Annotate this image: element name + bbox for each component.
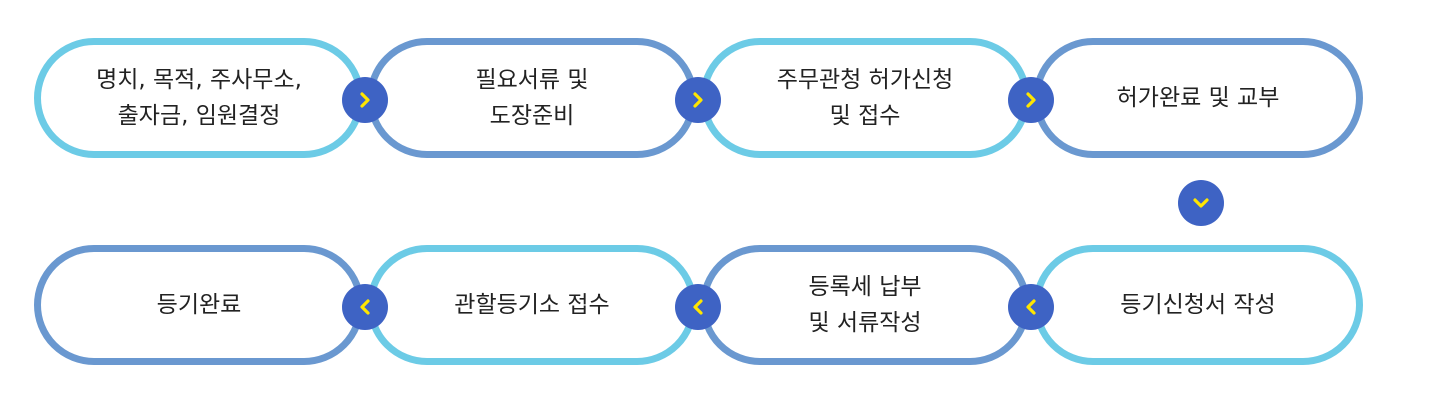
chevron-right-icon [342,77,388,123]
step-2-label: 필요서류 및 도장준비 [475,67,589,129]
step-8-label: 등기완료 [156,292,242,318]
step-1-box: 명치, 목적, 주사무소, 출자금, 임원결정 [34,38,364,158]
step-1-label: 명치, 목적, 주사무소, 출자금, 임원결정 [96,67,302,129]
chevron-left-icon [1008,284,1054,330]
step-4-label: 허가완료 및 교부 [1116,85,1280,111]
step-5-box: 등기신청서 작성 [1033,245,1363,365]
chevron-left-icon [342,284,388,330]
step-3-box: 주무관청 허가신청 및 접수 [700,38,1030,158]
step-3-label: 주무관청 허가신청 및 접수 [776,67,954,129]
step-7-box: 관할등기소 접수 [367,245,697,365]
step-7-label: 관할등기소 접수 [454,292,610,318]
chevron-right-icon [1008,77,1054,123]
chevron-down-icon [1178,180,1224,226]
chevron-right-icon [675,77,721,123]
step-6-box: 등록세 납부 및 서류작성 [700,245,1030,365]
step-5-label: 등기신청서 작성 [1120,292,1276,318]
step-8-box: 등기완료 [34,245,364,365]
step-6-label: 등록세 납부 및 서류작성 [808,274,922,336]
chevron-left-icon [675,284,721,330]
step-2-box: 필요서류 및 도장준비 [367,38,697,158]
step-4-box: 허가완료 및 교부 [1033,38,1363,158]
